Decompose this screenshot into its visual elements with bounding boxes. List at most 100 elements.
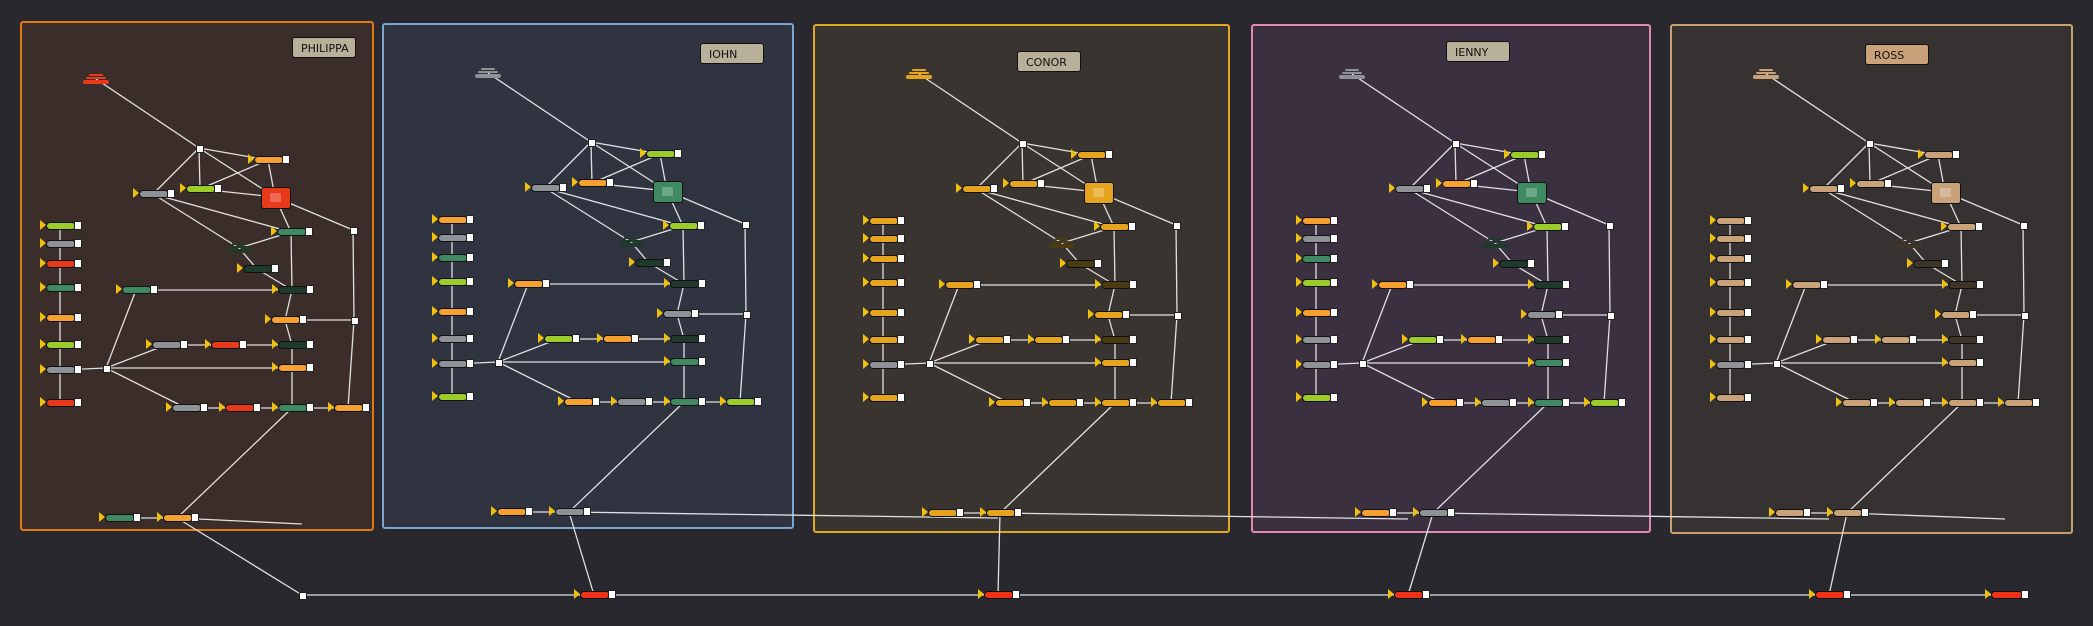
tool-node[interactable] xyxy=(1528,357,1570,367)
tool-node[interactable] xyxy=(1941,221,1983,231)
tool-node[interactable] xyxy=(956,183,998,193)
pipe-router-node[interactable] xyxy=(1174,312,1182,320)
tool-node[interactable] xyxy=(629,257,671,267)
tool-node[interactable] xyxy=(272,402,314,412)
tool-node[interactable] xyxy=(40,238,82,248)
tool-node[interactable] xyxy=(40,220,82,230)
tool-node[interactable] xyxy=(1942,334,1984,344)
tool-node[interactable] xyxy=(432,333,474,343)
tool-node[interactable] xyxy=(1402,334,1444,344)
tool-node[interactable] xyxy=(863,215,905,225)
tool-node[interactable] xyxy=(99,512,141,522)
tool-node[interactable] xyxy=(664,396,706,406)
tool-node[interactable] xyxy=(237,263,279,273)
tool-node[interactable] xyxy=(1151,397,1193,407)
pipe-router-node[interactable] xyxy=(2020,222,2028,230)
tool-node[interactable] xyxy=(1935,309,1977,319)
tool-node[interactable] xyxy=(205,339,247,349)
tool-node[interactable] xyxy=(664,278,706,288)
image-node[interactable] xyxy=(1517,182,1547,204)
tool-node[interactable] xyxy=(863,307,905,317)
tool-node[interactable] xyxy=(1461,334,1503,344)
loader-stack-node[interactable] xyxy=(1896,238,1922,248)
pipe-router-node[interactable] xyxy=(495,359,503,367)
tool-node[interactable] xyxy=(1528,279,1570,289)
tool-node[interactable] xyxy=(432,214,474,224)
tool-node[interactable] xyxy=(1042,397,1084,407)
loader-stack-node[interactable] xyxy=(475,68,501,78)
tool-node[interactable] xyxy=(657,308,699,318)
tool-node[interactable] xyxy=(272,339,314,349)
image-node[interactable] xyxy=(1084,182,1114,204)
tool-node[interactable] xyxy=(863,334,905,344)
tool-node[interactable] xyxy=(1710,334,1752,344)
loader-stack-node[interactable] xyxy=(618,237,644,247)
tool-node[interactable] xyxy=(1095,334,1137,344)
group-label[interactable]: IOHN xyxy=(700,43,764,64)
tool-node[interactable] xyxy=(1071,149,1113,159)
tool-node[interactable] xyxy=(980,507,1022,517)
tool-node[interactable] xyxy=(1296,215,1338,225)
group-frame-philippa[interactable] xyxy=(20,21,374,531)
tool-node[interactable] xyxy=(863,392,905,402)
image-node[interactable] xyxy=(653,181,683,203)
tool-node[interactable] xyxy=(1475,397,1517,407)
tool-node[interactable] xyxy=(1493,258,1535,268)
pipe-router-node[interactable] xyxy=(1773,360,1781,368)
pipe-router-node[interactable] xyxy=(196,145,204,153)
tool-node[interactable] xyxy=(1827,507,1869,517)
loader-stack-node[interactable] xyxy=(1049,238,1075,248)
tool-node[interactable] xyxy=(1296,334,1338,344)
tool-node[interactable] xyxy=(432,306,474,316)
tool-node[interactable] xyxy=(720,396,762,406)
tool-node[interactable] xyxy=(549,506,591,516)
tool-node[interactable] xyxy=(939,279,981,289)
tool-node[interactable] xyxy=(40,339,82,349)
tool-node[interactable] xyxy=(1389,183,1431,193)
tool-node[interactable] xyxy=(1710,392,1752,402)
tool-node[interactable] xyxy=(558,396,600,406)
group-label[interactable]: PHILIPPA xyxy=(292,37,356,58)
tool-node[interactable] xyxy=(40,258,82,268)
tool-node[interactable] xyxy=(969,334,1011,344)
tool-node[interactable] xyxy=(1094,221,1136,231)
tool-node[interactable] xyxy=(597,333,639,343)
tool-node[interactable] xyxy=(40,397,82,407)
tool-node[interactable] xyxy=(1060,258,1102,268)
tool-node[interactable] xyxy=(1942,357,1984,367)
tool-node[interactable] xyxy=(1003,178,1045,188)
tool-node[interactable] xyxy=(1850,178,1892,188)
tool-node[interactable] xyxy=(1710,233,1752,243)
pipe-router-node[interactable] xyxy=(2021,312,2029,320)
loader-stack-node[interactable] xyxy=(1753,69,1779,79)
pipe-router-node[interactable] xyxy=(1452,140,1460,148)
tool-node[interactable] xyxy=(40,282,82,292)
image-node[interactable] xyxy=(261,187,291,209)
tool-node[interactable] xyxy=(133,188,175,198)
pipe-router-node[interactable] xyxy=(1173,222,1181,230)
tool-node[interactable] xyxy=(116,284,158,294)
tool-node[interactable] xyxy=(1769,507,1811,517)
pipe-router-node[interactable] xyxy=(350,227,358,235)
tool-node[interactable] xyxy=(1088,309,1130,319)
tool-node[interactable] xyxy=(1907,258,1949,268)
pipe-router-node[interactable] xyxy=(1019,140,1027,148)
tool-node[interactable] xyxy=(1413,507,1455,517)
tool-node[interactable] xyxy=(1527,221,1569,231)
pipe-router-node[interactable] xyxy=(588,139,596,147)
tool-node[interactable] xyxy=(1942,279,1984,289)
tool-node[interactable] xyxy=(663,220,705,230)
tool-node[interactable] xyxy=(432,276,474,286)
tool-node[interactable] xyxy=(166,402,208,412)
tool-node[interactable] xyxy=(1296,307,1338,317)
tool-node[interactable] xyxy=(491,506,533,516)
tool-node[interactable] xyxy=(1296,359,1338,369)
tool-node[interactable] xyxy=(1296,253,1338,263)
tool-node[interactable] xyxy=(1803,183,1845,193)
tool-node[interactable] xyxy=(40,312,82,322)
image-node[interactable] xyxy=(1931,182,1961,204)
loader-stack-node[interactable] xyxy=(83,74,109,84)
chain-input-dot[interactable] xyxy=(299,592,307,600)
pipe-router-node[interactable] xyxy=(103,365,111,373)
tool-node[interactable] xyxy=(664,333,706,343)
